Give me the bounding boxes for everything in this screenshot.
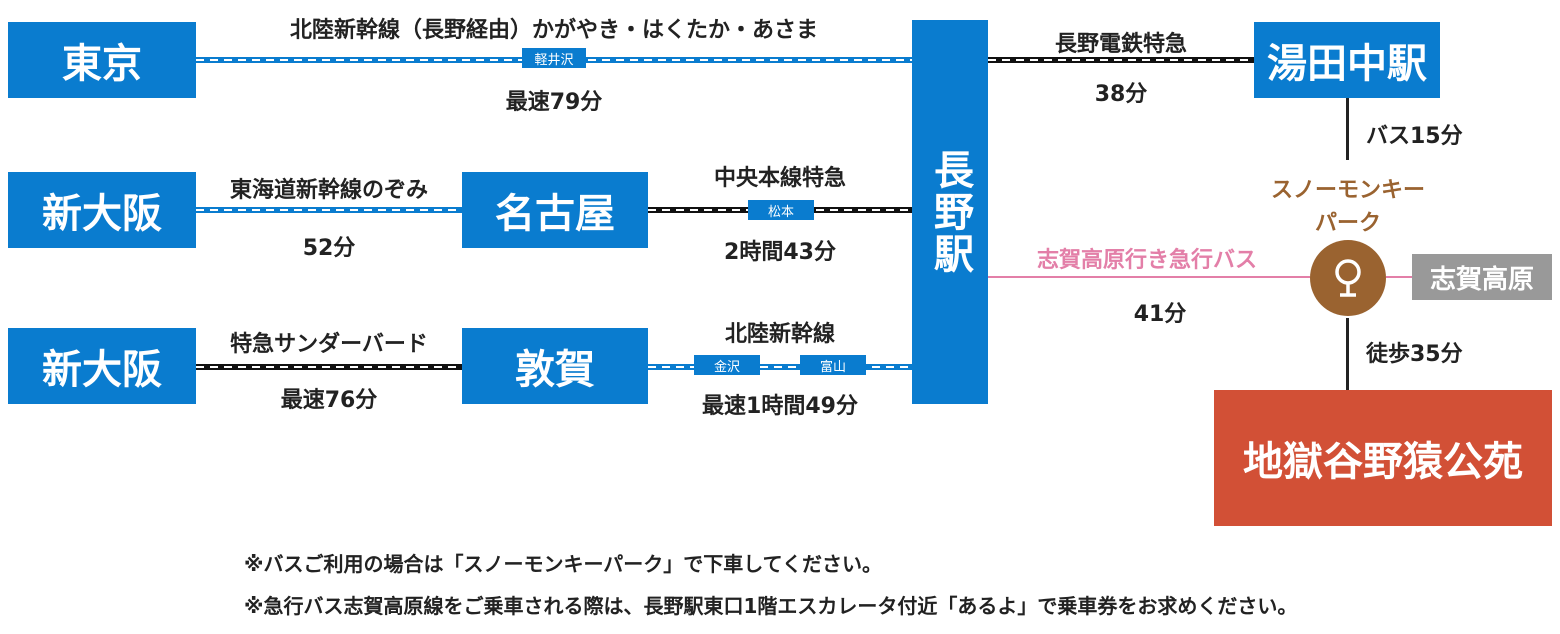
line-tsuruga-nagano [648, 364, 912, 370]
line-osaka-nagoya [196, 207, 462, 213]
jigokudani-park: 地獄谷野猿公苑 [1214, 390, 1552, 526]
route-tokyo-nagano-line: 北陸新幹線（長野経由）かがやき・はくたか・あさま [289, 18, 818, 43]
line-osaka-tsuruga [196, 364, 462, 370]
note-bus: ※バスご利用の場合は「スノーモンキーパーク」で下車してください。 [244, 552, 883, 576]
station-shin-osaka-2: 新大阪 [8, 328, 196, 404]
route-tsuruga-nagano-line: 北陸新幹線 [724, 322, 835, 347]
station-tsuruga: 敦賀 [462, 328, 648, 404]
route-nagano-yudanaka-time: 38分 [1094, 82, 1148, 107]
route-osaka-nagoya-time: 52分 [302, 236, 356, 261]
bus-stop-icon [1335, 259, 1361, 297]
route-osaka-tsuruga-line: 特急サンダーバード [230, 332, 428, 357]
bus-stop-marker [1310, 240, 1386, 316]
route-osaka-nagoya-line: 東海道新幹線のぞみ [229, 178, 428, 203]
line-stop-park [1346, 318, 1349, 390]
station-tokyo: 東京 [8, 22, 196, 98]
route-tsuruga-nagano-time: 最速1時間49分 [702, 394, 858, 419]
route-nagoya-nagano-line: 中央本線特急 [713, 166, 846, 191]
station-nagoya: 名古屋 [462, 172, 648, 248]
via-toyama: 富山 [800, 355, 866, 375]
via-kanazawa: 金沢 [694, 355, 760, 375]
station-shin-osaka-1: 新大阪 [8, 172, 196, 248]
route-nagano-bus-line: 志賀高原行き急行バス [1036, 248, 1257, 273]
station-yudanaka: 湯田中駅 [1254, 22, 1440, 98]
bus-stop-name-line2: パーク [1314, 211, 1381, 236]
route-tokyo-nagano-time: 最速79分 [505, 90, 603, 115]
station-shiga-kogen: 志賀高原 [1412, 254, 1552, 300]
route-osaka-tsuruga-time: 最速76分 [280, 388, 378, 413]
line-nagano-yudanaka [988, 57, 1254, 63]
route-walk-time: 徒歩35分 [1366, 342, 1463, 367]
line-yudanaka-bus [1346, 98, 1349, 160]
route-nagoya-nagano-time: 2時間43分 [724, 240, 836, 265]
line-stop-shiga [1386, 276, 1412, 278]
via-matsumoto: 松本 [748, 200, 814, 220]
note-ticket: ※急行バス志賀高原線をご乗車される際は、長野駅東口1階エスカレータ付近「あるよ」… [244, 594, 1298, 618]
bus-stop-name-line1: スノーモンキー [1270, 178, 1425, 203]
line-bus-route [988, 276, 1310, 278]
route-nagano-yudanaka-line: 長野電鉄特急 [1054, 32, 1187, 57]
route-nagano-bus-time: 41分 [1133, 302, 1187, 327]
route-yudanaka-bus-time: バス15分 [1366, 124, 1463, 149]
station-nagano: 長野駅 [912, 20, 988, 404]
via-karuizawa: 軽井沢 [522, 48, 586, 68]
